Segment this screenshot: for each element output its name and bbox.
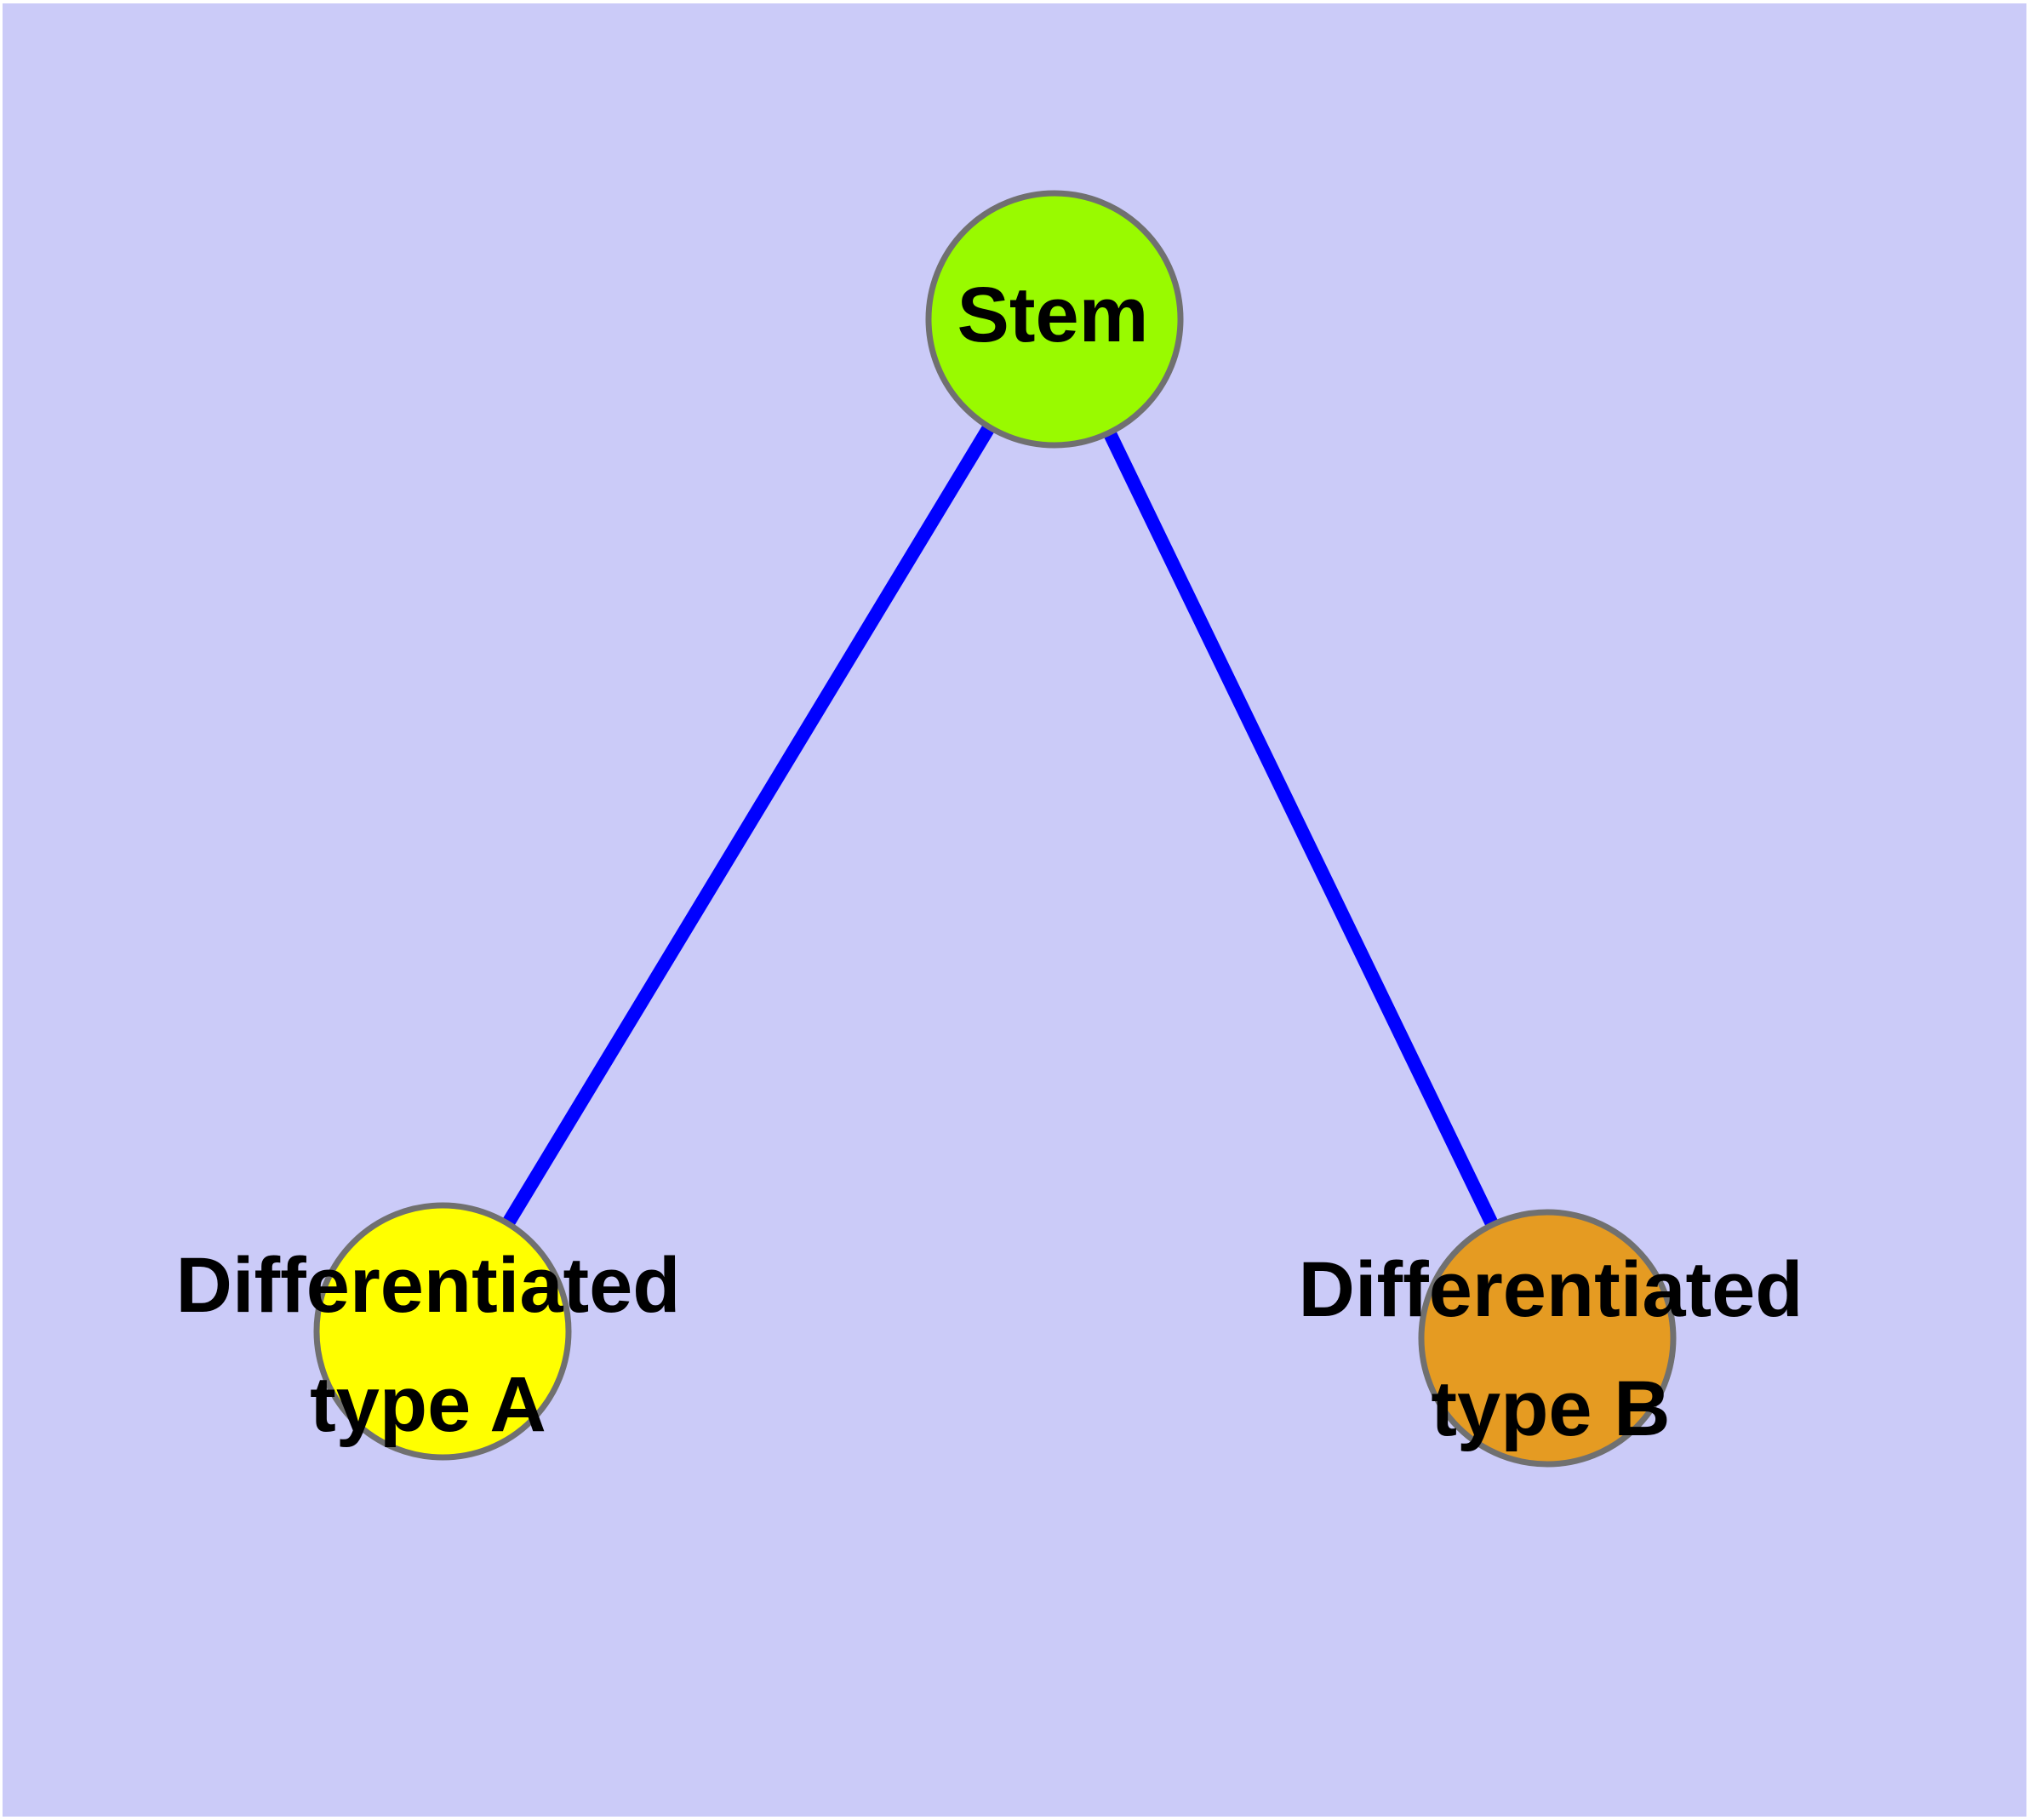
type-b-node-circle[interactable] [1418, 1209, 1677, 1468]
edge-stem-to-type-b[interactable] [1048, 316, 1554, 1342]
stem-node-circle[interactable] [925, 190, 1184, 449]
edge-stem-to-type-a[interactable] [437, 315, 1060, 1336]
type-a-node-circle[interactable] [313, 1202, 572, 1461]
